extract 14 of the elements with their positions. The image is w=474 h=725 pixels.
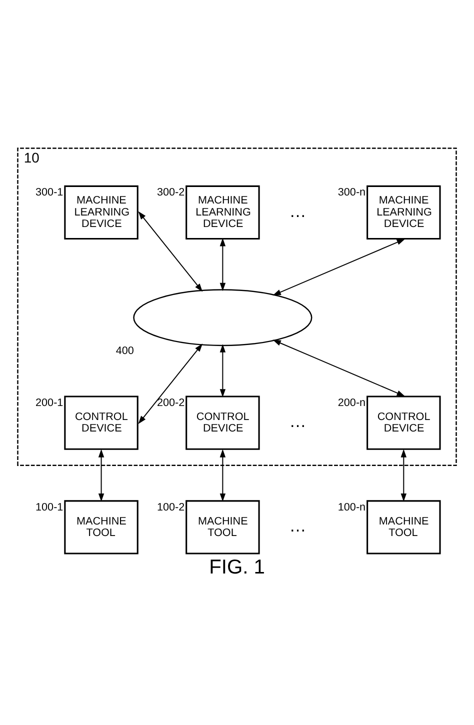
label: … bbox=[289, 202, 306, 221]
node-label: 200-2 bbox=[156, 396, 185, 409]
node-label: 300-n bbox=[338, 186, 366, 199]
node-label: 200-n bbox=[338, 396, 366, 409]
node-label: 100-2 bbox=[156, 501, 185, 514]
label: … bbox=[289, 516, 306, 536]
node-label: 200-1 bbox=[36, 396, 64, 409]
node-label: 100-1 bbox=[36, 501, 64, 514]
node-label: 300-2 bbox=[156, 186, 185, 199]
label: … bbox=[289, 412, 306, 432]
caption: FIG. 1 bbox=[209, 556, 265, 578]
node-label: 400 bbox=[116, 345, 134, 358]
node-label: 300-1 bbox=[36, 186, 64, 199]
node-label: 100-n bbox=[338, 501, 366, 514]
